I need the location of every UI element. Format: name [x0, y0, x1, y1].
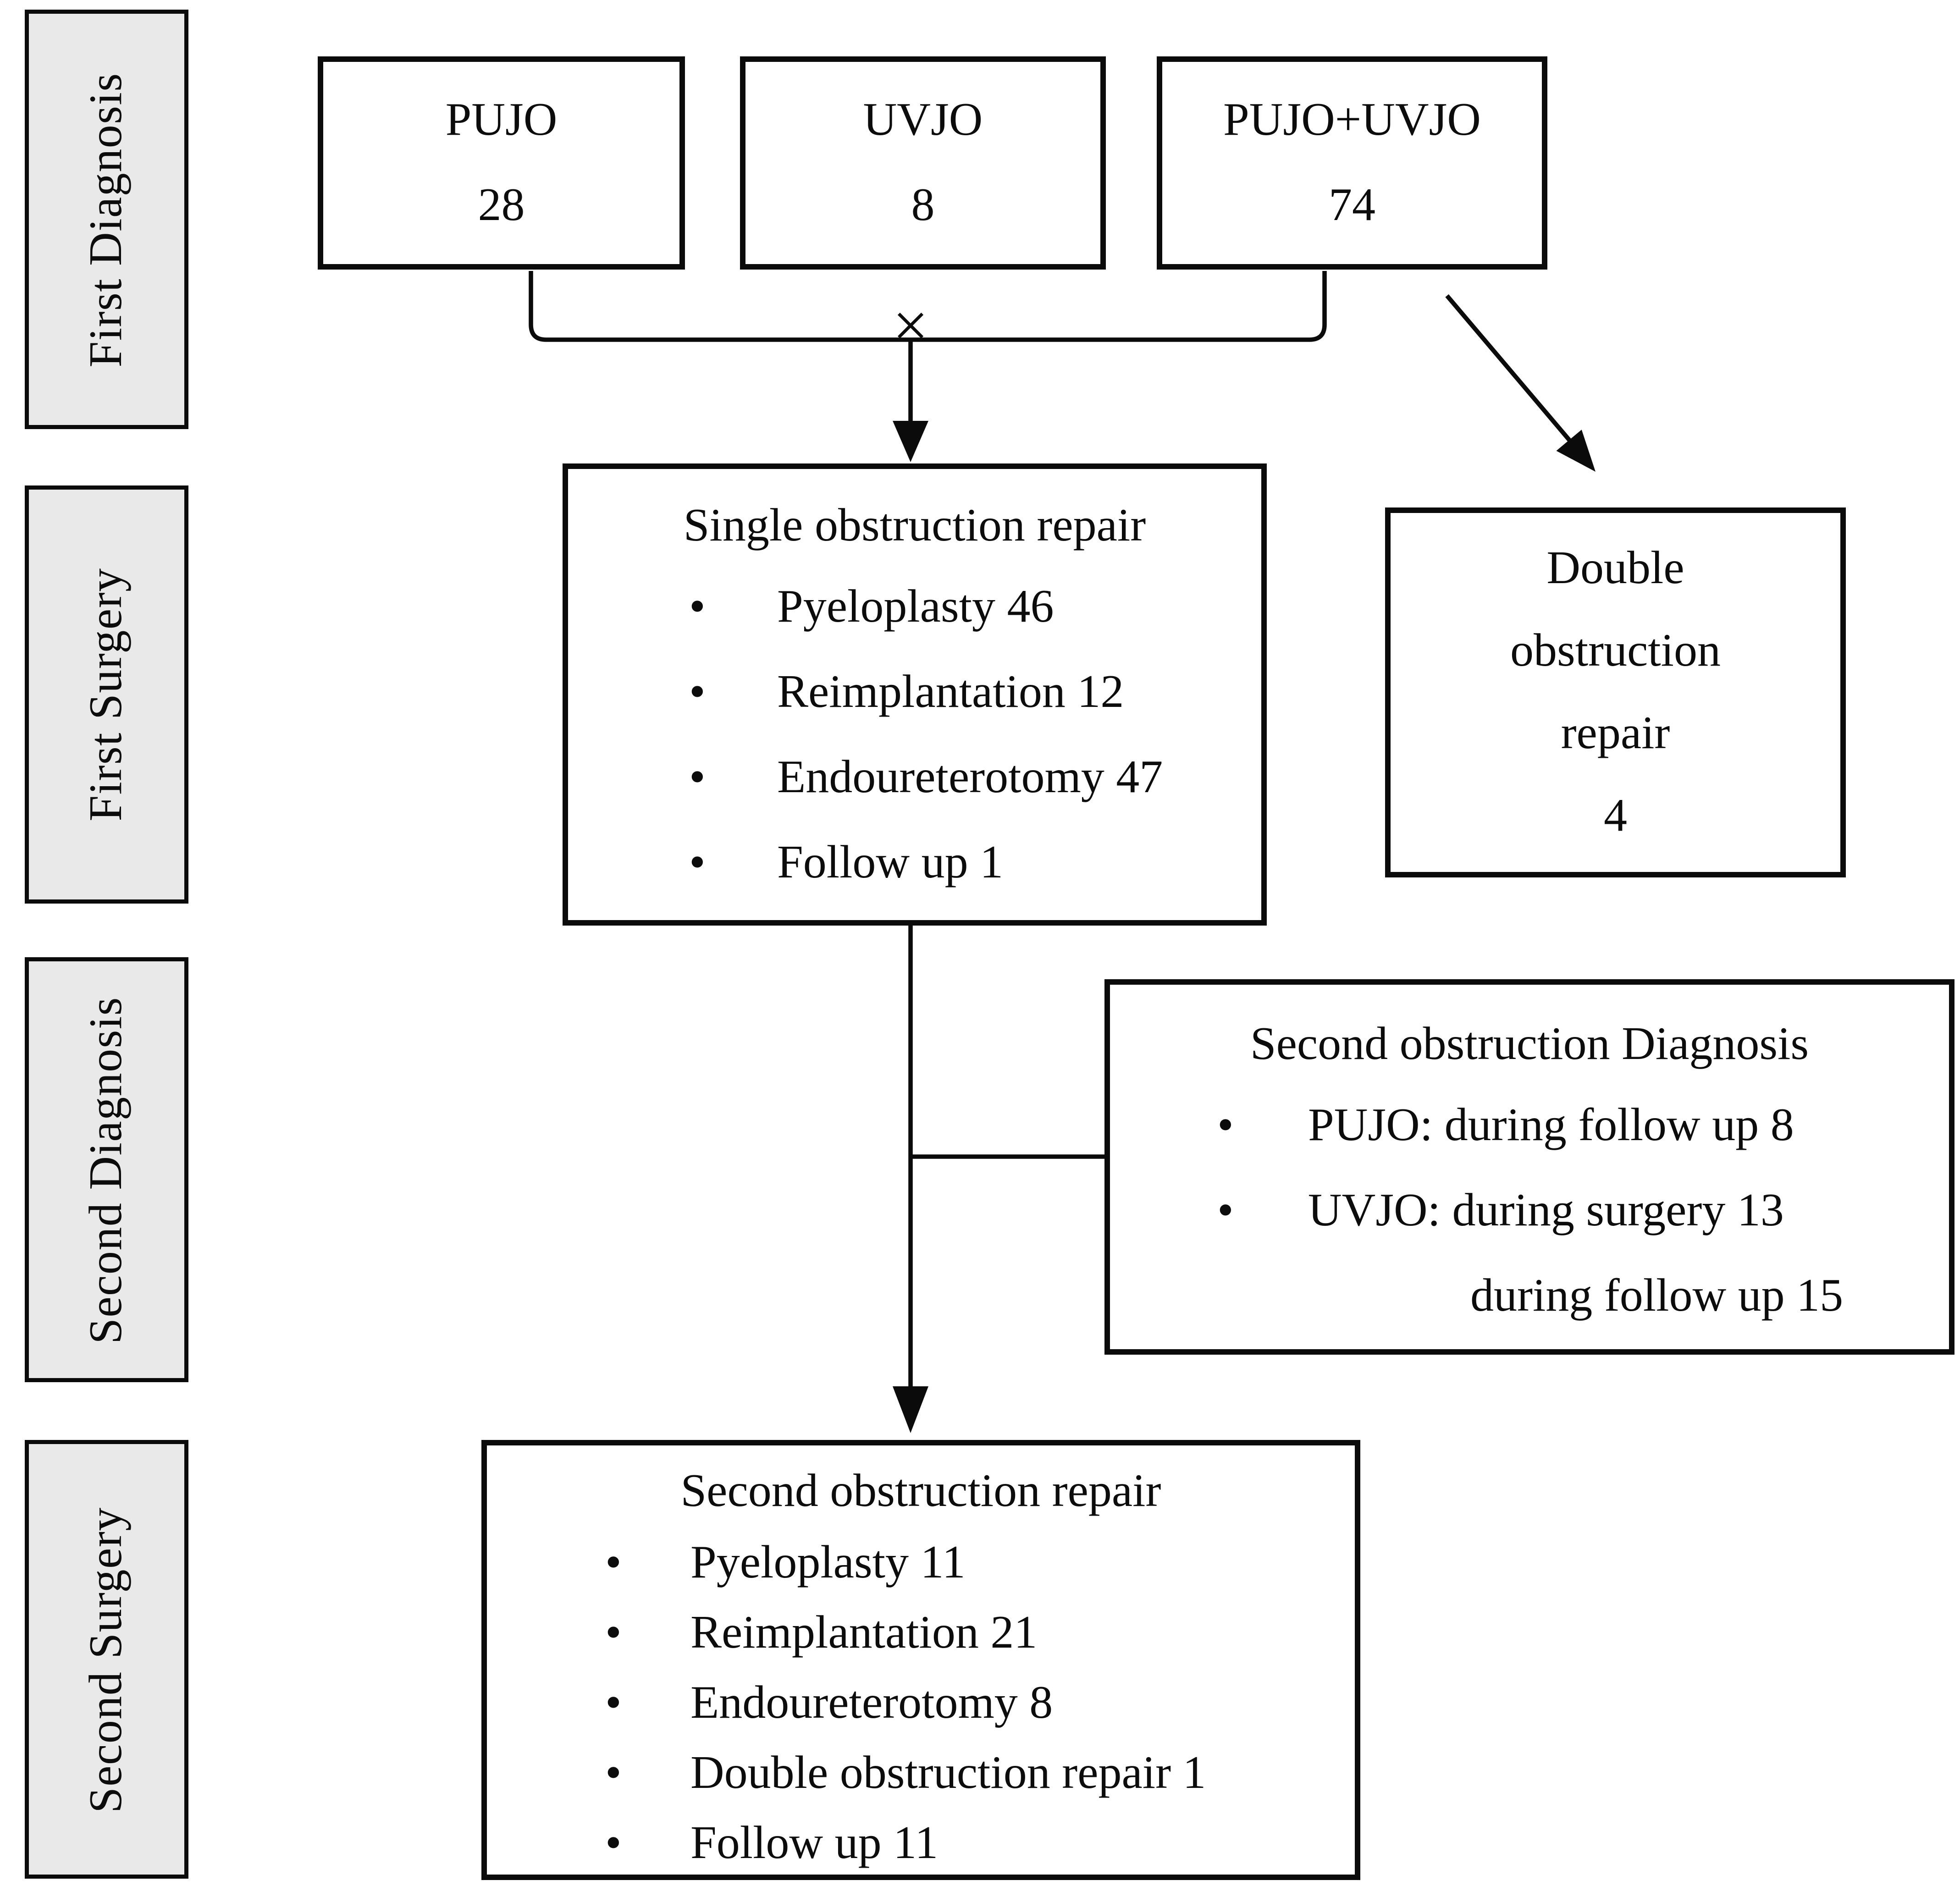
diagnosis-box-pujo-label: PUJO: [445, 94, 558, 145]
diagnosis-box-uvjo: UVJO 8: [740, 56, 1106, 270]
stage-box-second-surgery: Second Surgery: [25, 1440, 188, 1879]
second-repair-item: Pyeloplasty 11: [487, 1528, 1355, 1598]
stage-label-first-surgery: First Surgery: [80, 568, 132, 822]
second-repair-item: Endoureterotomy 8: [487, 1668, 1355, 1738]
stage-label-first-diagnosis: First Diagnosis: [80, 72, 132, 367]
second-obstruction-diagnosis-box: Second obstruction Diagnosis PUJO: durin…: [1104, 979, 1954, 1355]
single-repair-item: Reimplantation 12: [568, 651, 1261, 736]
diagnosis-box-pujo-uvjo-count: 74: [1329, 179, 1375, 231]
diagnosis-box-pujo-uvjo: PUJO+UVJO 74: [1157, 56, 1547, 270]
down-arrowhead: [893, 420, 929, 462]
second-obstruction-repair-box: Second obstruction repair Pyeloplasty 11…: [481, 1440, 1360, 1880]
second-down-arrowhead: [893, 1386, 929, 1433]
double-repair-line: Double: [1546, 542, 1684, 594]
single-obstruction-repair-title: Single obstruction repair: [683, 501, 1146, 551]
stage-box-second-diagnosis: Second Diagnosis: [25, 957, 188, 1382]
second-repair-item: Double obstruction repair 1: [487, 1738, 1355, 1809]
diagnosis-box-pujo-uvjo-label: PUJO+UVJO: [1223, 94, 1481, 145]
double-repair-count: 4: [1604, 790, 1627, 841]
diagonal-arrow-shaft: [1445, 294, 1571, 442]
second-repair-item: Follow up 11: [487, 1809, 1355, 1879]
double-repair-line: repair: [1561, 707, 1670, 759]
diagnosis-box-pujo: PUJO 28: [318, 56, 685, 270]
second-repair-item: Reimplantation 21: [487, 1598, 1355, 1668]
second-obstruction-diagnosis-title: Second obstruction Diagnosis: [1250, 1019, 1809, 1070]
stage-label-second-surgery: Second Surgery: [80, 1506, 132, 1813]
stage-box-first-surgery: First Surgery: [25, 485, 188, 904]
diagnosis-box-uvjo-label: UVJO: [863, 94, 983, 145]
stage-box-first-diagnosis: First Diagnosis: [25, 10, 188, 429]
second-obstruction-repair-title: Second obstruction repair: [680, 1466, 1161, 1517]
single-repair-item: Follow up 1: [568, 821, 1261, 906]
diagnosis-box-uvjo-count: 8: [911, 179, 935, 231]
second-diagnosis-continuation: during follow up 15: [1470, 1271, 1844, 1322]
single-obstruction-repair-box: Single obstruction repair Pyeloplasty 46…: [563, 463, 1267, 926]
double-obstruction-repair-box: Double obstruction repair 4: [1385, 507, 1846, 877]
single-repair-item: Pyeloplasty 46: [568, 565, 1261, 651]
cross-mark: ×: [893, 290, 928, 360]
single-repair-item: Endoureterotomy 47: [568, 736, 1261, 821]
diagonal-arrowhead: [1556, 430, 1596, 472]
diagnosis-box-pujo-count: 28: [478, 179, 525, 231]
double-repair-line: obstruction: [1510, 625, 1721, 676]
second-diagnosis-item: UVJO: during surgery 13: [1110, 1169, 1949, 1254]
stage-label-second-diagnosis: Second Diagnosis: [80, 996, 132, 1344]
second-diagnosis-item: PUJO: during follow up 8: [1110, 1084, 1949, 1169]
